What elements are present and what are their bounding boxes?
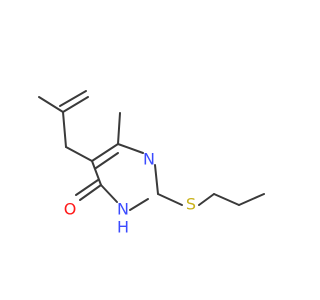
- bond-c5-ch2: [65, 146, 93, 162]
- bond-ch2-ch3: [238, 193, 265, 206]
- hydrogen-atom-label: H: [117, 218, 129, 237]
- bond-c6-n1: [117, 143, 144, 154]
- bond-n3-c4: [100, 184, 118, 203]
- oxygen-atom-label: O: [64, 200, 77, 219]
- bond-ch2-c: [62, 111, 67, 148]
- bond-c2-n3-double: [129, 198, 149, 211]
- bond-co-b: [75, 179, 99, 196]
- nitrogen-atom-label: N: [143, 150, 155, 169]
- bond-c6-methyl: [117, 112, 121, 145]
- sulfur-atom-label: S: [186, 195, 196, 214]
- bond-c-methyl: [38, 96, 64, 113]
- chemical-structure: N N H O S: [38, 90, 265, 237]
- bond-co-a: [79, 184, 102, 201]
- bond-c-ch2-double-a: [62, 96, 89, 113]
- bond-s-ch2: [198, 193, 215, 206]
- bond-c2-s: [157, 193, 183, 206]
- bond-c-ch2-double-b: [59, 90, 87, 107]
- nitrogen-h-atom-label: N: [117, 200, 129, 219]
- bond-c5-c6-inner: [95, 152, 119, 169]
- bond-n1-c2: [154, 164, 159, 195]
- bond-c5-c6: [91, 143, 119, 162]
- bond-c4-c5: [91, 160, 102, 186]
- molecule-canvas: N N H O S: [38, 90, 265, 237]
- bond-ch2-ch2: [213, 193, 240, 206]
